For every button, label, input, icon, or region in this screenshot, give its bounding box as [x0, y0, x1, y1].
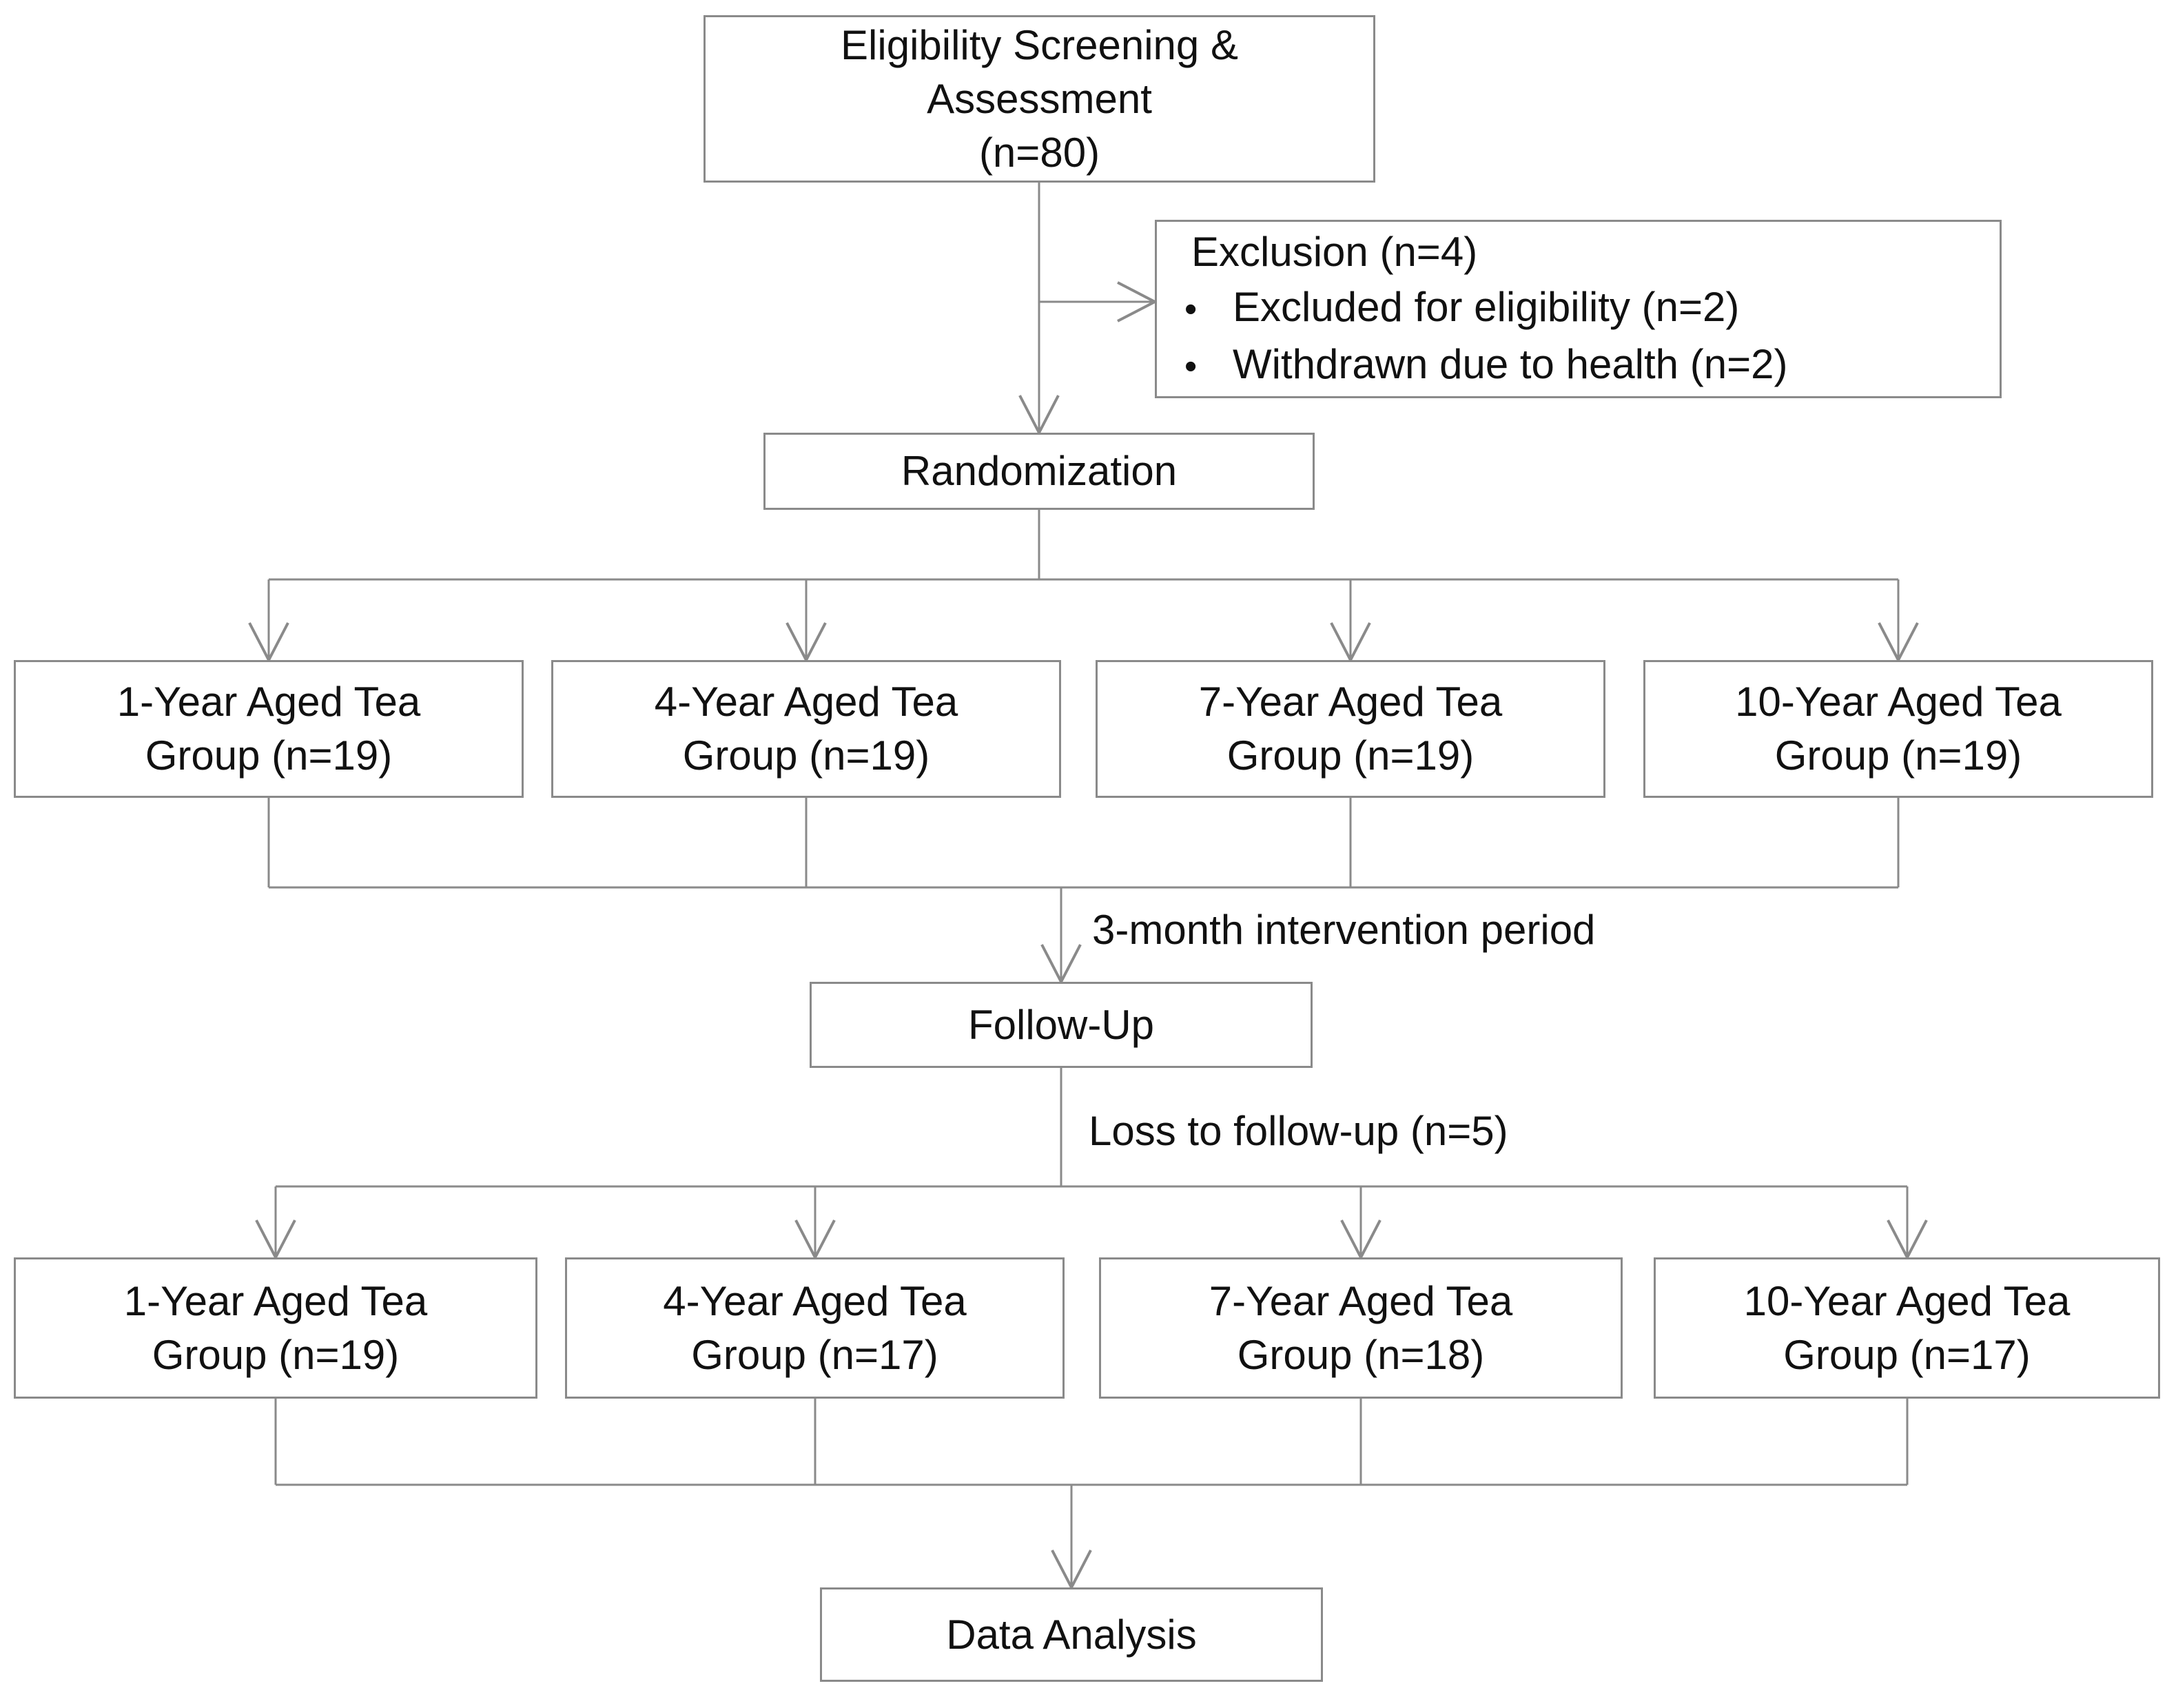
label-loss-to-followup: Loss to follow-up (n=5): [1089, 1108, 1508, 1154]
node-group-7yr-baseline: 7-Year Aged Tea Group (n=19): [1096, 660, 1605, 798]
node-group-4yr-baseline: 4-Year Aged Tea Group (n=19): [551, 660, 1061, 798]
node-group-10yr-baseline: 10-Year Aged Tea Group (n=19): [1643, 660, 2153, 798]
node-group-1yr-baseline: 1-Year Aged Tea Group (n=19): [14, 660, 524, 798]
exclusion-title: Exclusion (n=4): [1191, 228, 1478, 275]
node-group-4yr-followup: 4-Year Aged Tea Group (n=17): [565, 1257, 1065, 1399]
exclusion-bullet-item: • Withdrawn due to health (n=2): [1157, 337, 1787, 394]
exclusion-bullet-item: • Excluded for eligibility (n=2): [1157, 280, 1739, 337]
exclusion-item-label: Excluded for eligibility (n=2): [1233, 283, 1740, 330]
node-randomization: Randomization: [763, 433, 1315, 510]
node-data-analysis: Data Analysis: [820, 1587, 1323, 1682]
label-intervention-period: 3-month intervention period: [1092, 907, 1596, 953]
node-follow-up: Follow-Up: [810, 982, 1313, 1068]
node-group-7yr-followup: 7-Year Aged Tea Group (n=18): [1099, 1257, 1623, 1399]
bullet-dot-icon: •: [1184, 346, 1198, 387]
exclusion-item-label: Withdrawn due to health (n=2): [1233, 340, 1788, 387]
node-group-1yr-followup: 1-Year Aged Tea Group (n=19): [14, 1257, 537, 1399]
node-group-10yr-followup: 10-Year Aged Tea Group (n=17): [1654, 1257, 2160, 1399]
node-eligibility-screening: Eligibility Screening & Assessment (n=80…: [703, 15, 1375, 183]
node-exclusion: Exclusion (n=4) • Excluded for eligibili…: [1155, 220, 2002, 398]
bullet-dot-icon: •: [1184, 289, 1198, 329]
